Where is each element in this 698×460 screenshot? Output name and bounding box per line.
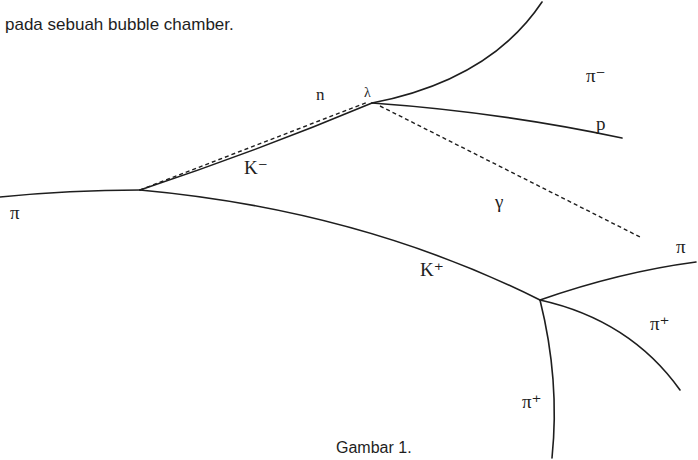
particle-label: p <box>596 114 606 133</box>
particle-label: K⁻ <box>244 158 268 177</box>
pi-plus-track <box>540 300 680 390</box>
k-plus-track <box>140 190 540 300</box>
vertex-label: λ <box>364 86 371 100</box>
pi-plus-track <box>540 300 554 458</box>
pi-minus-track <box>372 2 542 103</box>
neutral-track <box>140 102 368 190</box>
gamma-track <box>380 106 642 238</box>
k-minus-track <box>140 103 372 190</box>
particle-label: K⁺ <box>420 260 444 279</box>
particle-label: π⁺ <box>650 314 670 333</box>
figure-caption: Gambar 1. <box>336 440 412 456</box>
particle-label: π <box>10 203 20 222</box>
particle-label: n <box>316 86 325 103</box>
particle-label: π <box>676 237 686 256</box>
particle-label: π⁺ <box>522 392 542 411</box>
particle-label: π⁻ <box>586 66 606 85</box>
proton-track <box>372 103 622 138</box>
k-plus-continuation <box>540 262 696 300</box>
particle-label: γ <box>495 192 503 211</box>
incoming-pion-track <box>0 190 140 197</box>
header-text: pada sebuah bubble chamber. <box>5 16 234 33</box>
